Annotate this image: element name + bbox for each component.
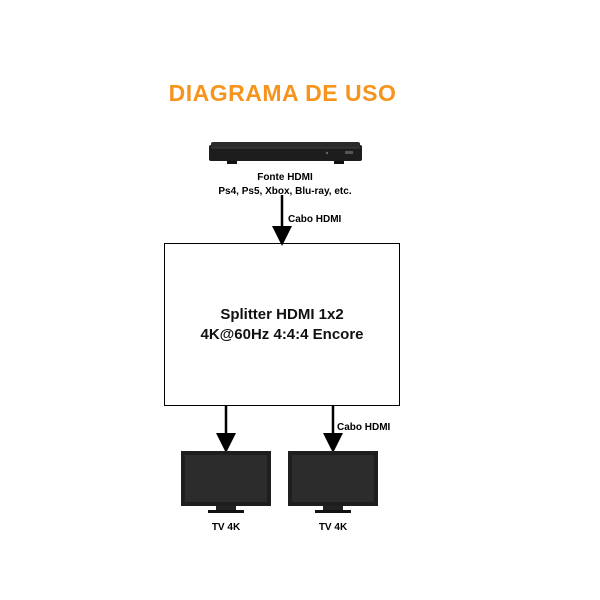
cable-label-top: Cabo HDMI <box>288 214 342 225</box>
splitter-name: Splitter HDMI 1x2 <box>220 305 344 323</box>
cable-label-bottom: Cabo HDMI <box>337 422 391 433</box>
source-title: Fonte HDMI <box>257 172 313 183</box>
tv-label-right: TV 4K <box>318 522 348 533</box>
source-label: Fonte HDMI Ps4, Ps5, Xbox, Blu-ray, etc. <box>190 171 380 199</box>
source-devices: Ps4, Ps5, Xbox, Blu-ray, etc. <box>218 186 352 197</box>
tv-left-icon <box>181 451 271 513</box>
splitter-box: Splitter HDMI 1x2 4K@60Hz 4:4:4 Encore <box>164 243 400 406</box>
diagram-title: DIAGRAMA DE USO <box>168 80 397 106</box>
blu-ray-player-icon <box>209 142 362 164</box>
tv-right-icon <box>288 451 378 513</box>
splitter-spec: 4K@60Hz 4:4:4 Encore <box>200 325 364 343</box>
tv-label-left: TV 4K <box>211 522 241 533</box>
